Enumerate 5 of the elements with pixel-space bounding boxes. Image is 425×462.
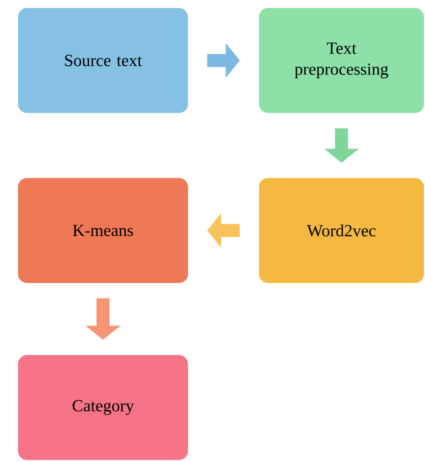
process-box: Category — [18, 355, 188, 460]
process-box: Word2vec — [259, 178, 424, 283]
process-box: Text preprocessing — [259, 8, 424, 113]
process-box: Source text — [18, 8, 188, 113]
process-box: K-means — [18, 178, 188, 283]
